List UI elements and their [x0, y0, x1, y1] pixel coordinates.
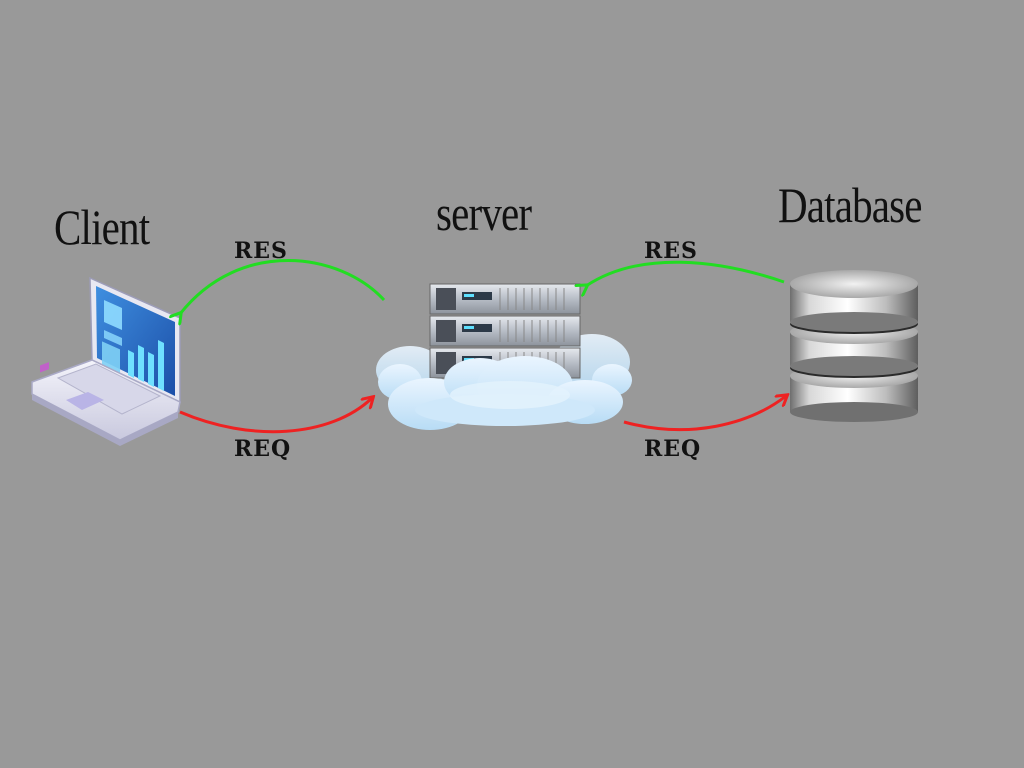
- database-req-label: REQ: [644, 436, 702, 462]
- server-title: server: [436, 185, 532, 241]
- database-cylinder-icon: [790, 270, 918, 422]
- res-arrow-database-to-server: [586, 260, 785, 286]
- req-arrow-client-to-server: [179, 398, 372, 434]
- server-rack-cloud-icon: [376, 283, 632, 430]
- laptop-icon: [31, 276, 181, 446]
- database-res-label: RES: [644, 238, 698, 264]
- res-arrow-server-to-client: [180, 259, 386, 315]
- client-req-label: REQ: [234, 436, 292, 462]
- database-title: Database: [778, 177, 923, 233]
- req-arrow-server-to-database: [623, 396, 786, 432]
- client-title: Client: [54, 199, 150, 255]
